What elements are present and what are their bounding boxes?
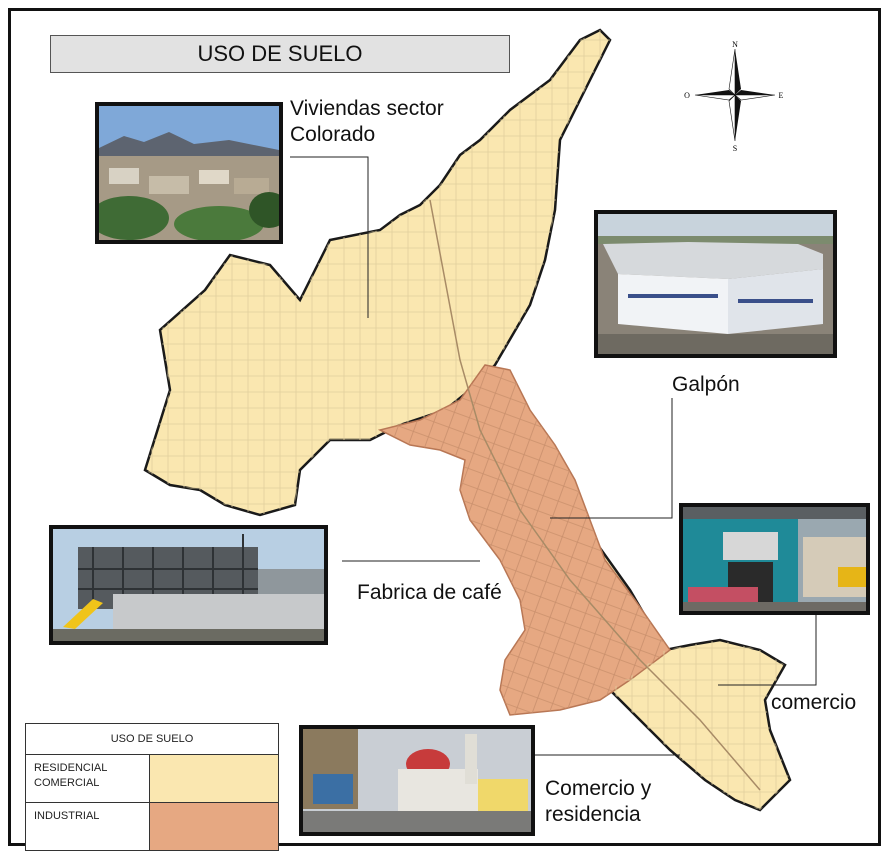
warehouse-photo-icon xyxy=(598,214,833,354)
label-comercio-residencia-line1: Comercio y xyxy=(545,777,652,800)
label-viviendas: Viviendas sector Colorado xyxy=(290,96,444,149)
compass-north: N xyxy=(732,40,738,49)
photo-fabrica xyxy=(49,525,328,645)
photo-viviendas xyxy=(95,102,283,244)
leader-viviendas xyxy=(290,156,369,318)
legend-label-residencial-line1: RESIDENCIAL xyxy=(34,762,108,774)
main-road xyxy=(429,199,761,791)
label-galpon: Galpón xyxy=(672,373,740,396)
legend-header: USO DE SUELO xyxy=(26,724,278,755)
legend-label-industrial: INDUSTRIAL xyxy=(26,803,150,850)
label-viviendas-line1: Viviendas sector xyxy=(290,97,444,120)
legend-item-residencial: RESIDENCIAL COMERCIAL xyxy=(26,755,278,802)
compass-east: E xyxy=(779,91,784,100)
legend-swatch-residencial xyxy=(150,755,278,802)
leader-galpon xyxy=(550,398,673,519)
photo-comercio xyxy=(679,503,870,615)
label-comercio: comercio xyxy=(771,691,857,714)
legend-label-residencial: RESIDENCIAL COMERCIAL xyxy=(26,755,150,802)
street-grid-industrial xyxy=(380,365,670,715)
leader-comercio xyxy=(718,612,817,686)
photo-comercio-residencia xyxy=(299,725,535,836)
label-comercio-residencia-line2: residencia xyxy=(545,803,641,827)
label-viviendas-line2: Colorado xyxy=(290,123,376,147)
legend-swatch-industrial xyxy=(150,803,278,850)
label-fabrica: Fabrica de café xyxy=(357,581,502,604)
factory-photo-icon xyxy=(53,529,324,641)
compass-west: O xyxy=(684,91,690,100)
zone-residencial-sur xyxy=(610,640,790,810)
photo-galpon xyxy=(594,210,837,358)
legend-label-residencial-line2: COMERCIAL xyxy=(34,776,100,789)
label-comercio-residencia: Comercio y residencia xyxy=(545,776,651,829)
compass-south: S xyxy=(733,144,737,153)
street-grid-north xyxy=(145,30,610,515)
map-title: USO DE SUELO xyxy=(50,35,510,73)
houses-photo-icon xyxy=(99,106,279,240)
church-street-photo-icon xyxy=(303,729,531,832)
legend: USO DE SUELO RESIDENCIAL COMERCIAL INDUS… xyxy=(25,723,279,851)
compass-icon: N S E O xyxy=(684,40,783,153)
legend-item-industrial: INDUSTRIAL xyxy=(26,802,278,850)
shop-photo-icon xyxy=(683,507,866,611)
legend-label-industrial-line1: INDUSTRIAL xyxy=(34,810,100,822)
